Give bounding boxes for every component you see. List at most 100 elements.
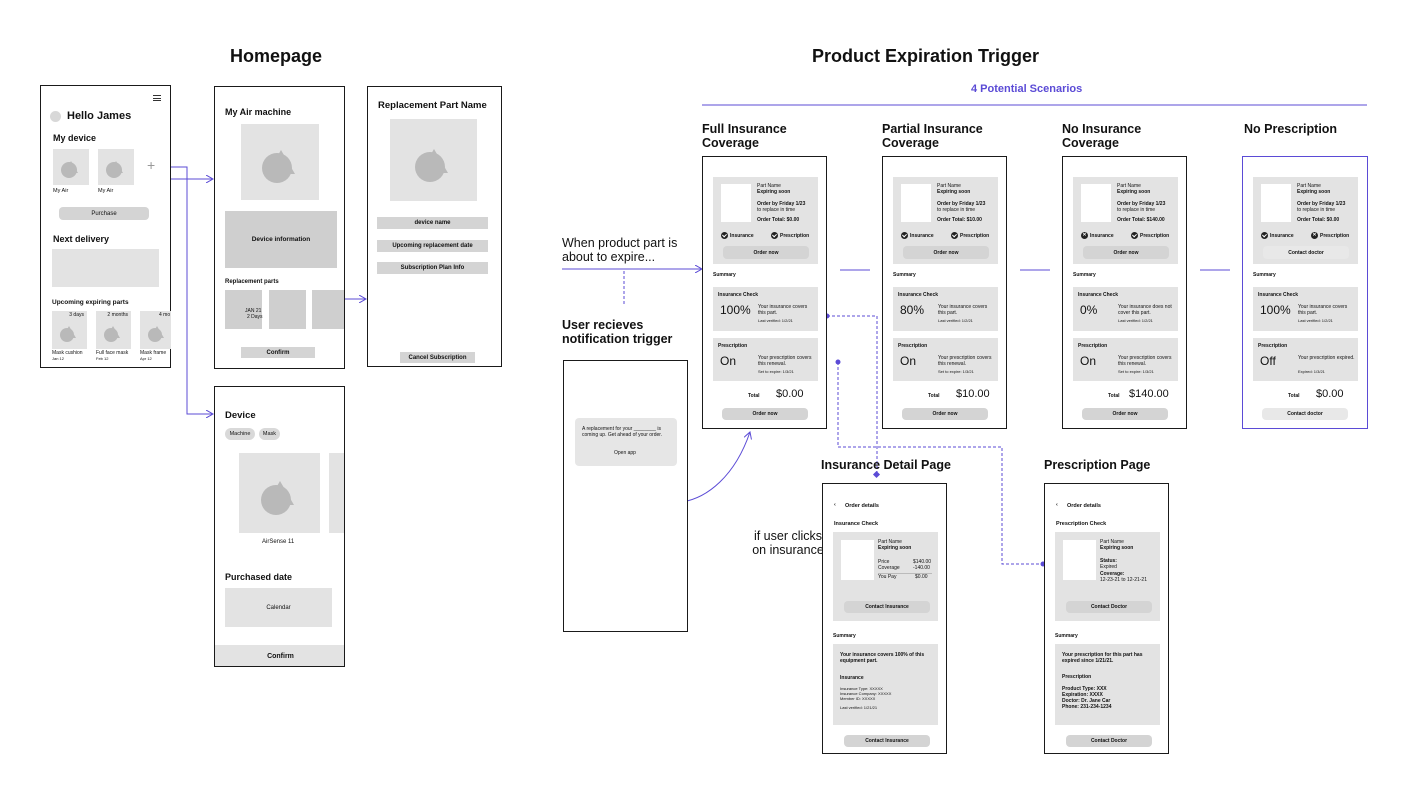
check-icon xyxy=(771,232,778,239)
part-image xyxy=(1063,540,1096,580)
contact-insurance-bottom-button[interactable]: Contact Insurance xyxy=(844,735,930,747)
insurance-check-card[interactable]: Insurance Check 100% Your insurance cove… xyxy=(713,287,818,331)
avatar[interactable] xyxy=(50,111,61,122)
scenario-title-3: No Insurance Coverage xyxy=(1062,122,1142,150)
part-status-card: Part Name Expiring soon Order by Friday … xyxy=(1253,177,1358,264)
replacement-date-field[interactable]: Upcoming replacement date xyxy=(377,240,488,252)
part-thumb-1[interactable]: 3 days xyxy=(52,311,87,349)
bottom-action-button[interactable]: Order now xyxy=(1082,408,1168,420)
prescription-check-card[interactable]: Prescription On Your prescription covers… xyxy=(893,338,998,381)
part-image xyxy=(841,540,874,580)
contact-doctor-bottom-button[interactable]: Contact Doctor xyxy=(1066,735,1152,747)
scenario-title-1: Full Insurance Coverage xyxy=(702,122,787,150)
order-total: Order Total: $0.00 xyxy=(1297,217,1340,223)
cancel-subscription-button[interactable]: Cancel Subscription xyxy=(400,352,475,363)
part-thumb-3[interactable]: 4 mo xyxy=(140,311,171,349)
calendar-field[interactable]: Calendar xyxy=(225,588,332,627)
part-date: Apr 12 xyxy=(140,356,152,361)
part-name: Part Name xyxy=(878,539,902,545)
part-thumb-2[interactable]: 2 months xyxy=(96,311,131,349)
insurance-percent: 80% xyxy=(900,303,925,317)
x-icon: ✕ xyxy=(1311,232,1318,239)
clicks-note: if user clicks on insurance xyxy=(752,529,824,557)
chip-machine[interactable]: Machine xyxy=(225,428,255,440)
total-value: $0.00 xyxy=(1316,388,1344,400)
part-tag: 3 days xyxy=(69,312,84,318)
confirm-button[interactable]: Confirm xyxy=(241,347,315,358)
scenario-card-1: Part Name Expiring soon Order by Friday … xyxy=(702,156,827,429)
replacement-part-thumb-3[interactable] xyxy=(312,290,344,329)
prescription-check-card[interactable]: Prescription Off Your prescription expir… xyxy=(1253,338,1358,381)
back-chevron-icon[interactable]: ‹ xyxy=(1056,502,1058,508)
prescription-expiry: Set to expire: 1/3/21 xyxy=(938,369,974,374)
pie-triangle-icon xyxy=(61,161,78,178)
insurance-check-card[interactable]: Insurance Check 80% Your insurance cover… xyxy=(893,287,998,331)
prescription-check-card[interactable]: Prescription On Your prescription covers… xyxy=(713,338,818,381)
product-type: Product Type: XXX xyxy=(1062,686,1107,692)
primary-action-button[interactable]: Contact doctor xyxy=(1263,246,1349,259)
insurance-company: Insurance Company: XXXXX xyxy=(840,691,892,696)
back-label[interactable]: Order details xyxy=(845,503,879,509)
prescription-expiry: Set to expire: 1/3/21 xyxy=(1118,369,1154,374)
device-thumb-1[interactable] xyxy=(53,149,89,185)
insurance-status: Insurance xyxy=(1261,232,1294,240)
confirm-bar[interactable]: Confirm xyxy=(215,645,344,666)
prescription-check-card: Part Name Expiring soon Status: Expired … xyxy=(1055,532,1160,621)
primary-action-button[interactable]: Order now xyxy=(723,246,809,259)
subscription-plan-field[interactable]: Subscription Plan Info xyxy=(377,262,488,274)
prescription-check-card[interactable]: Prescription On Your prescription covers… xyxy=(1073,338,1178,381)
scenarios-subheading: 4 Potential Scenarios xyxy=(971,83,1083,95)
pie-triangle-icon xyxy=(262,150,295,183)
prescription-expiry: Set to expire: 1/3/21 xyxy=(758,369,794,374)
part-name: Full face mask xyxy=(96,350,129,356)
replacement-part-thumb-2[interactable] xyxy=(269,290,306,329)
open-app-link[interactable]: Open app xyxy=(614,450,636,456)
insurance-text: Your insurance does not cover this part. xyxy=(1118,304,1172,316)
add-device-icon[interactable]: + xyxy=(147,157,156,173)
back-chevron-icon[interactable]: ‹ xyxy=(834,502,836,508)
insurance-status: Insurance xyxy=(901,232,934,240)
device-image-next[interactable] xyxy=(329,453,344,533)
insurance-check-label: Insurance Check xyxy=(834,521,879,527)
primary-action-button[interactable]: Order now xyxy=(903,246,989,259)
order-by: Order by Friday 1/23 xyxy=(757,201,806,207)
contact-insurance-button[interactable]: Contact Insurance xyxy=(844,601,930,613)
next-delivery-label: Next delivery xyxy=(53,234,110,244)
user-note: User recieves notification trigger xyxy=(562,318,673,346)
part-status-card: Part Name Expiring soon Order by Friday … xyxy=(1073,177,1178,264)
next-delivery-card[interactable] xyxy=(52,249,159,287)
home-screen: Hello James My device My Air My Air + Pu… xyxy=(40,85,171,368)
chip-mask[interactable]: Mask xyxy=(259,428,280,440)
notification-card[interactable]: A replacement for your ________ is comin… xyxy=(575,418,677,466)
insurance-verified: Last verified: 1/2/21 xyxy=(1298,318,1333,323)
back-label[interactable]: Order details xyxy=(1067,503,1101,509)
bottom-action-button[interactable]: Order now xyxy=(722,408,808,420)
primary-action-button[interactable]: Order now xyxy=(1083,246,1169,259)
part-status-card: Part Name Expiring soon Order by Friday … xyxy=(713,177,818,264)
bottom-action-button[interactable]: Contact doctor xyxy=(1262,408,1348,420)
menu-icon[interactable] xyxy=(153,95,161,101)
purchase-button[interactable]: Purchase xyxy=(59,207,149,220)
total-label: Total xyxy=(748,393,760,399)
part-image xyxy=(901,184,931,222)
device-name-field[interactable]: device name xyxy=(377,217,488,229)
replacement-parts-label: Replacement parts xyxy=(225,279,279,285)
machine-screen: My Air machine Device information Replac… xyxy=(214,86,345,369)
prescription-screen: ‹ Order details Prescription Check Part … xyxy=(1044,483,1169,754)
insurance-percent: 0% xyxy=(1080,303,1098,317)
insurance-check-card[interactable]: Insurance Check 100% Your insurance cove… xyxy=(1253,287,1358,331)
total-label: Total xyxy=(1288,393,1300,399)
notification-text: A replacement for your ________ is comin… xyxy=(582,426,663,438)
insurance-check-card[interactable]: Insurance Check 0% Your insurance does n… xyxy=(1073,287,1178,331)
status-value: Expired xyxy=(1100,564,1117,570)
insurance-verified: Last verified: 1/2/21 xyxy=(758,318,793,323)
replacement-part-thumb-1[interactable]: JAN 21 2 Days xyxy=(225,290,263,329)
contact-doctor-button[interactable]: Contact Doctor xyxy=(1066,601,1152,613)
prescription-summary-card: Your prescription for this part has expi… xyxy=(1055,644,1160,725)
part-status-card: Part Name Expiring soon Order by Friday … xyxy=(893,177,998,264)
device-thumb-2[interactable] xyxy=(98,149,134,185)
bottom-action-button[interactable]: Order now xyxy=(902,408,988,420)
check-icon xyxy=(1261,232,1268,239)
device-label-1: My Air xyxy=(53,188,69,194)
device-information-block[interactable]: Device information xyxy=(225,211,337,268)
